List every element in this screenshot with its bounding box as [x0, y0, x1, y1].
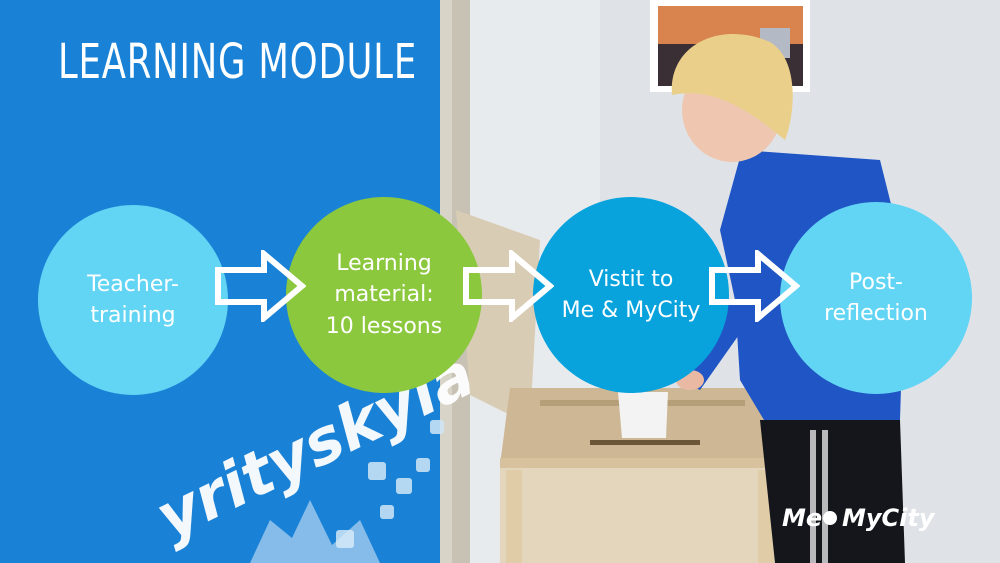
step-label: Learning material: 10 lessons: [326, 248, 442, 342]
arrow-right-icon: [214, 250, 306, 322]
step-label: Teacher- training: [87, 269, 179, 331]
svg-text:MyCity: MyCity: [842, 504, 936, 532]
arrow-right-icon: [462, 250, 554, 322]
page-title: LEARNING MODULE: [58, 34, 417, 90]
svg-text:Me: Me: [782, 504, 822, 532]
step-learning-material: Learning material: 10 lessons: [286, 197, 482, 393]
step-label: Post- reflection: [824, 267, 928, 329]
step-label: Vistit to Me & MyCity: [562, 264, 701, 326]
step-post-reflection: Post- reflection: [780, 202, 972, 394]
step-visit: Vistit to Me & MyCity: [533, 197, 729, 393]
me-and-mycity-logo: Me MyCity: [782, 500, 972, 534]
arrow-right-icon: [708, 250, 800, 322]
step-teacher-training: Teacher- training: [38, 205, 228, 395]
